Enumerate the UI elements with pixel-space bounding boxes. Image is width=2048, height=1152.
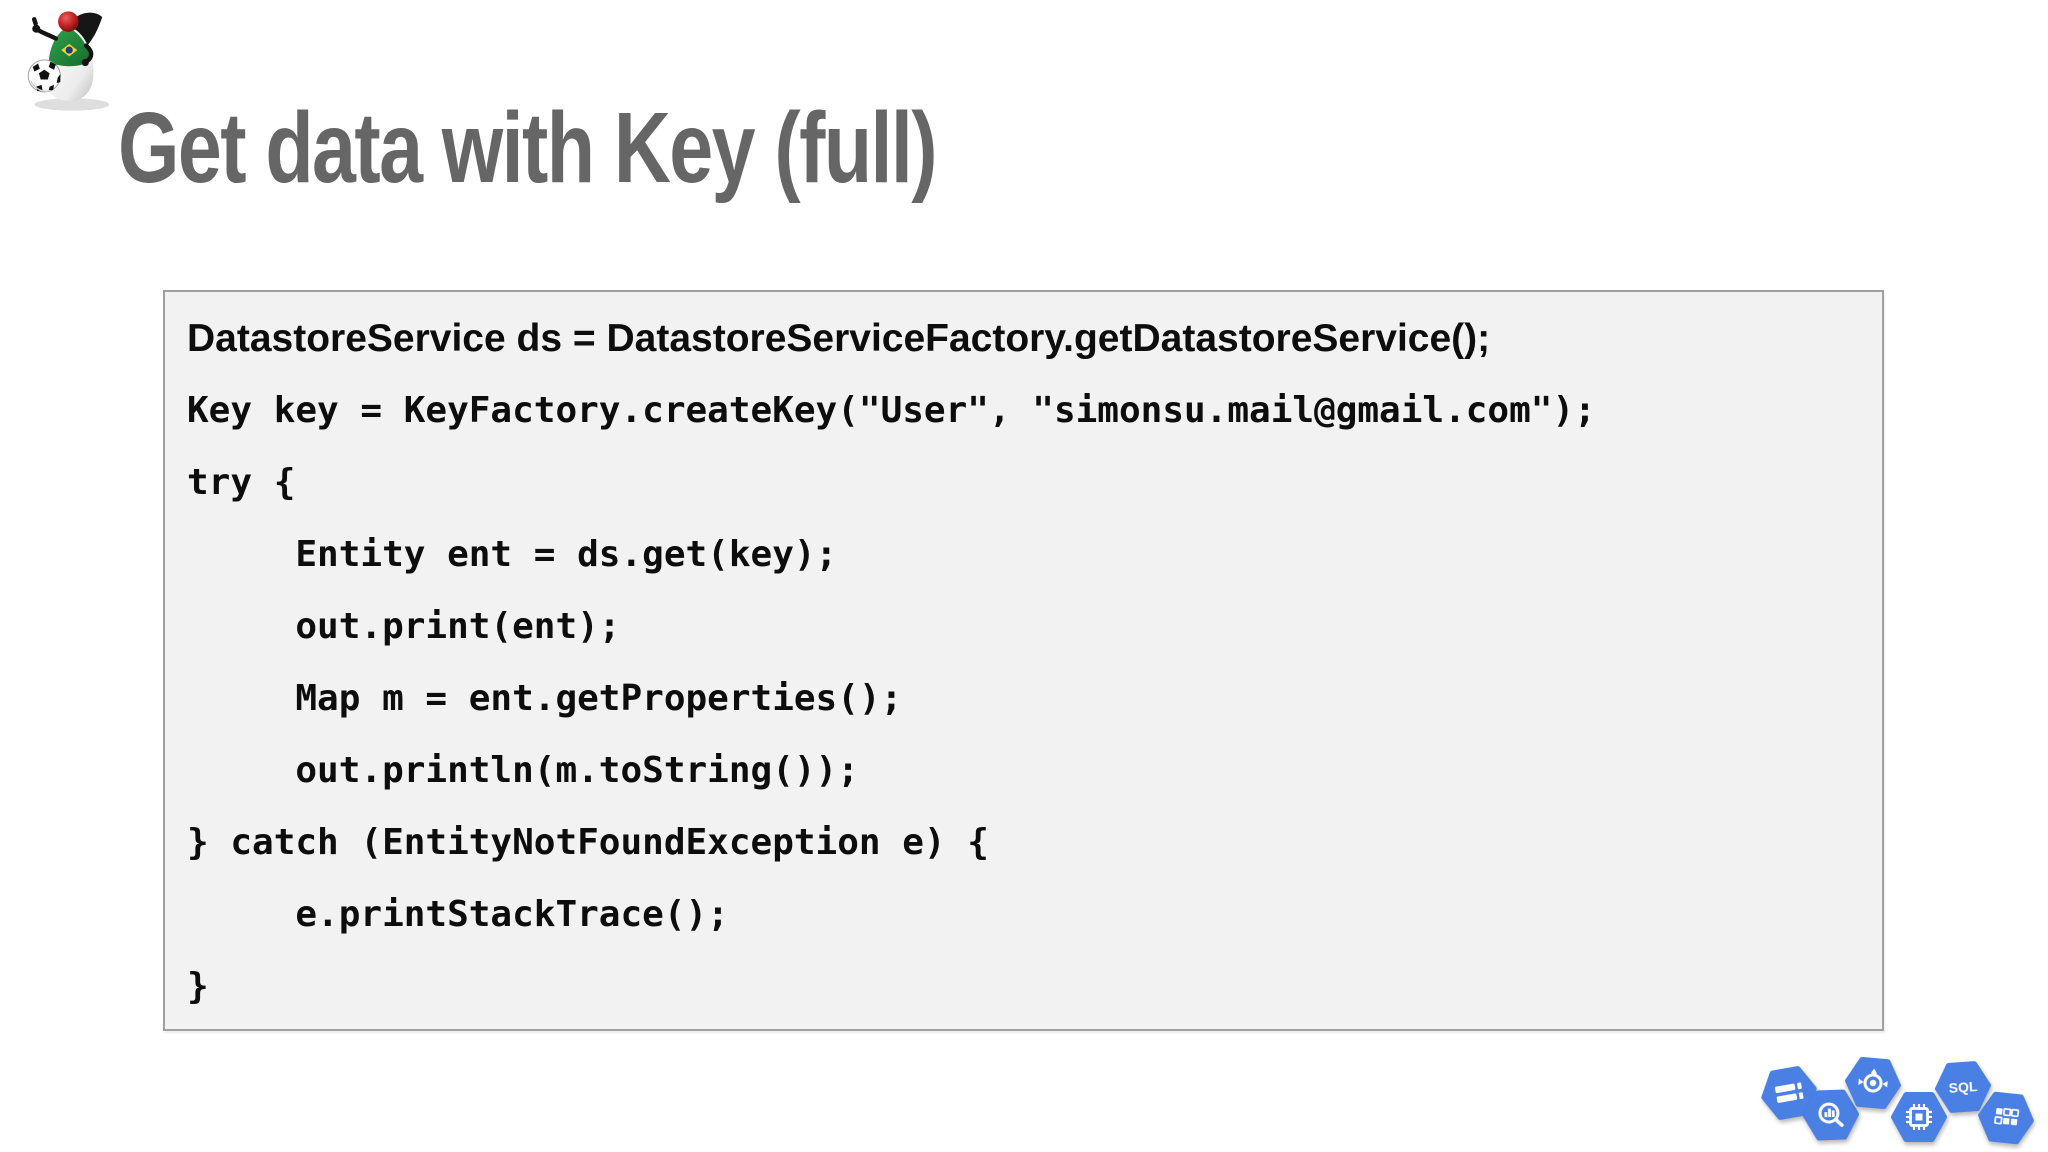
code-line: try {: [187, 462, 296, 503]
code-line: out.println(m.toString());: [187, 750, 859, 791]
code-block: DatastoreService ds = DatastoreServiceFa…: [163, 290, 1884, 1031]
compute-engine-icon: [1891, 1092, 1947, 1142]
page-title: Get data with Key (full): [118, 92, 938, 204]
code-line: }: [187, 966, 209, 1007]
java-duke-soccer-logo: [27, 11, 110, 111]
cloud-datastore-icon: [1978, 1091, 2034, 1145]
code-line: e.printStackTrace();: [187, 894, 729, 935]
bigquery-icon: [1803, 1089, 1859, 1141]
code-line: DatastoreService ds = DatastoreServiceFa…: [187, 317, 1491, 360]
code-line: Map m = ent.getProperties();: [187, 678, 903, 719]
code-line: Entity ent = ds.get(key);: [187, 534, 838, 575]
code-line: out.print(ent);: [187, 606, 621, 647]
cloud-sql-icon: SQL: [1935, 1061, 1991, 1113]
cloud-sql-label: SQL: [1948, 1078, 1978, 1096]
code-line: } catch (EntityNotFoundException e) {: [187, 822, 989, 863]
code-line: Key key = KeyFactory.createKey("User", "…: [187, 390, 1596, 431]
app-engine-icon: [1845, 1056, 1901, 1110]
